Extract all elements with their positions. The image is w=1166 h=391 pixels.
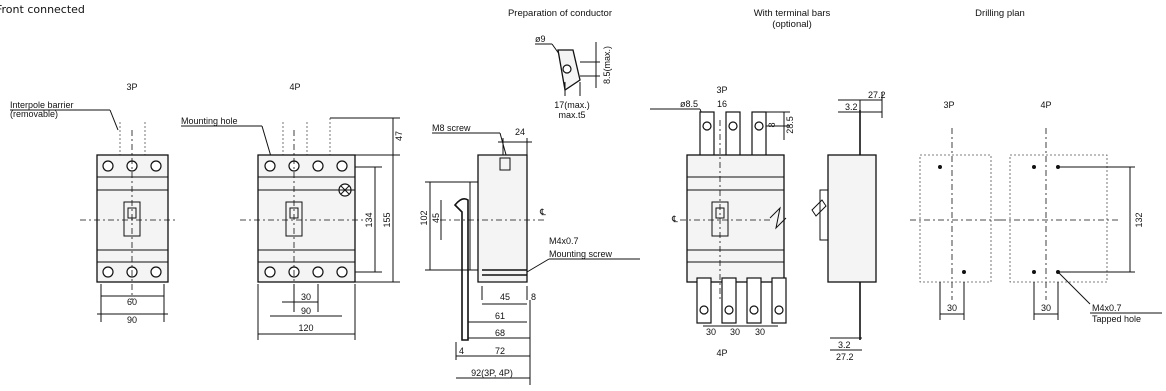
dia9-label: ø9 [535, 34, 546, 44]
tb-label-3p: 3P [716, 85, 727, 95]
dim-30-drill-3p: 30 [947, 303, 957, 313]
dim-272-top: 27.2 [868, 90, 886, 100]
m4-tapped-label: M4x0.7 [1092, 303, 1122, 313]
drill-label-4p: 4P [1040, 100, 1051, 110]
dim-72: 72 [495, 346, 505, 356]
label-3p: 3P [126, 82, 137, 92]
max-t5-label: max.t5 [558, 110, 585, 120]
dim-45-horizontal: 45 [500, 292, 510, 302]
tb-label-4p: 4P [716, 348, 727, 358]
dim-92: 92(3P, 4P) [471, 368, 513, 378]
dia85-label: ø8.5 [680, 99, 698, 109]
title-preparation: Preparation of conductor [508, 8, 612, 19]
view-drilling-plan: 3P 4P 132 30 30 M4x0.7 Tapped hole [910, 100, 1162, 324]
dim-90-3p: 90 [127, 315, 137, 325]
dim-30-drill-4p: 30 [1041, 303, 1051, 313]
max-17-label: 17(max.) [554, 100, 590, 110]
dim-60: 60 [127, 297, 137, 307]
view-terminal-bars-front: 3P ø8.5 16 ℄ 30 30 30 [650, 85, 795, 358]
center-mark-side: ℄ [539, 207, 546, 217]
dim-4: 4 [459, 346, 464, 356]
dim-47: 47 [394, 131, 404, 141]
dim-30-tb-1: 30 [706, 327, 716, 337]
dim-32-top: 3.2 [845, 102, 858, 112]
dim-90-4p: 90 [301, 306, 311, 316]
dim-45-vertical: 45 [431, 213, 441, 223]
center-mark-tb: ℄ [671, 214, 678, 224]
view-conductor: ø9 8.5(max.) 17(max.) max.t5 [535, 34, 612, 120]
dim-8-tb: 8 [767, 122, 777, 127]
title-terminal-bars-optional: (optional) [772, 19, 812, 30]
dim-155: 155 [382, 212, 392, 227]
dim-134: 134 [364, 212, 374, 227]
mounting-screw-label: Mounting screw [549, 249, 613, 259]
dim-16: 16 [717, 99, 727, 109]
drill-label-3p: 3P [943, 100, 954, 110]
label-4p: 4P [289, 82, 300, 92]
mounting-hole-label: Mounting hole [181, 116, 238, 126]
dim-30-4p: 30 [301, 292, 311, 302]
interpole-barrier-label: Interpole barrier [10, 100, 74, 110]
view-terminal-bars-side: 3.2 27.2 3.2 27.2 [811, 90, 886, 362]
max-85-label: 8.5(max.) [602, 46, 612, 84]
dim-30-tb-2: 30 [730, 327, 740, 337]
interpole-barrier-label-2: (removable) [10, 109, 58, 119]
view-4p-front: 4P Mounting hole 30 90 [181, 82, 404, 340]
dim-61: 61 [495, 311, 505, 321]
title-drilling: Drilling plan [975, 8, 1025, 19]
dim-68: 68 [495, 328, 505, 338]
title-terminal-bars: With terminal bars [754, 8, 831, 19]
dim-132: 132 [1134, 212, 1144, 227]
view-3p-front: 3P Interpole barrier (removable) 60 90 [10, 82, 178, 325]
tapped-hole-label: Tapped hole [1092, 314, 1141, 324]
dim-120: 120 [298, 323, 313, 333]
section-header: Front connected [0, 3, 85, 16]
dim-8-side: 8 [531, 292, 536, 302]
dim-32-bottom: 3.2 [838, 340, 851, 350]
dim-30-tb-3: 30 [755, 327, 765, 337]
m8-screw-label: M8 screw [432, 123, 471, 133]
dim-24: 24 [515, 127, 525, 137]
dim-285: 28.5 [785, 116, 795, 134]
dim-102: 102 [419, 210, 429, 225]
m4-label: M4x0.7 [549, 236, 579, 246]
view-side: M8 screw 24 ℄ M4x0.7 Mounting screw 102 … [419, 123, 640, 385]
dim-272-bottom: 27.2 [836, 352, 854, 362]
